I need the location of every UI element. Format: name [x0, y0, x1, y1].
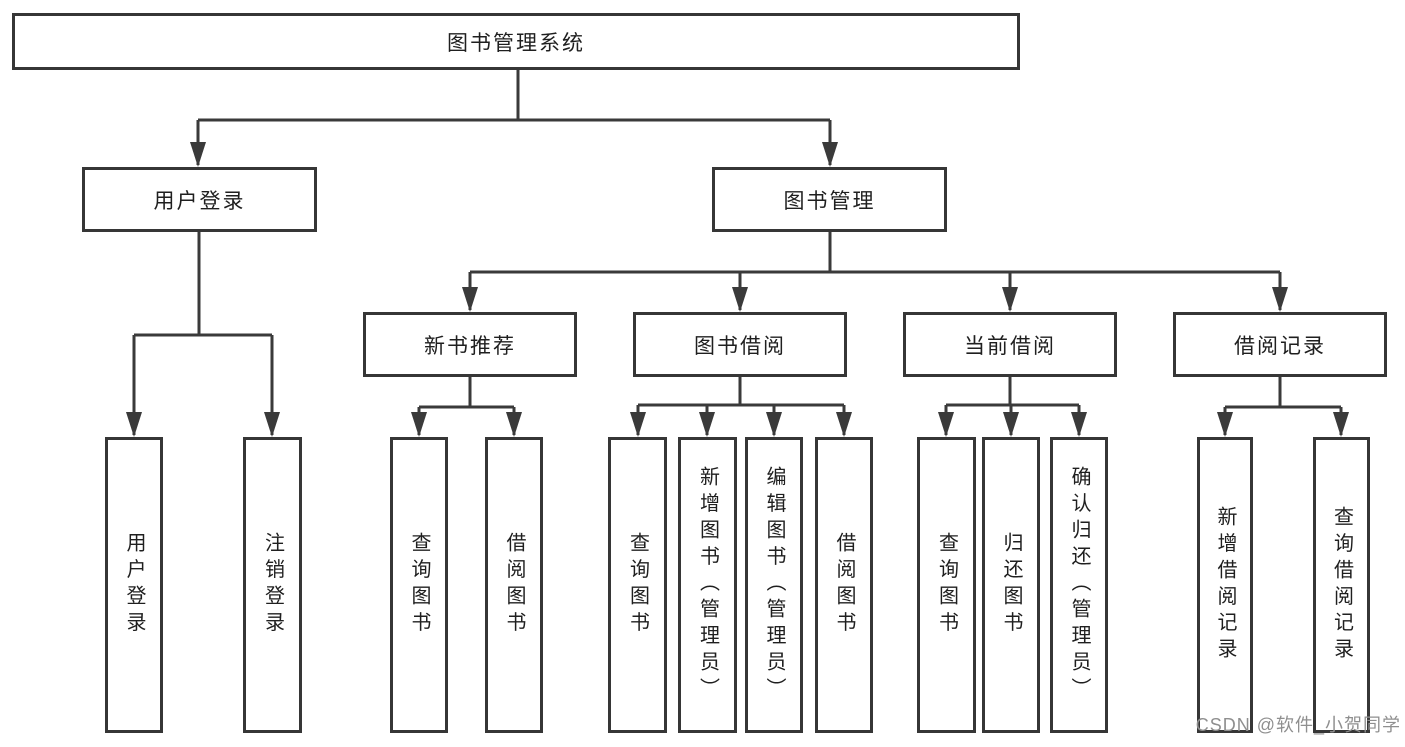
leaf-query-borrow-record-label: 查询借阅记录	[1330, 505, 1353, 665]
node-book-borrow-label: 图书借阅	[694, 334, 786, 358]
node-borrow-records-label: 借阅记录	[1234, 334, 1326, 358]
node-current-borrow-label: 当前借阅	[964, 334, 1056, 358]
node-book-borrow: 图书借阅	[633, 312, 847, 377]
leaf-edit-books-admin-label: 编辑图书（管理员）	[763, 466, 785, 704]
leaf-borrow-query-books: 查询图书	[608, 437, 667, 733]
leaf-user-login: 用户登录	[105, 437, 163, 733]
leaf-logout-label: 注销登录	[261, 532, 284, 638]
node-root: 图书管理系统	[12, 13, 1020, 70]
leaf-recommend-query-books-label: 查询图书	[408, 532, 430, 638]
node-current-borrow: 当前借阅	[903, 312, 1117, 377]
leaf-query-borrow-record: 查询借阅记录	[1313, 437, 1370, 733]
node-borrow-records: 借阅记录	[1173, 312, 1387, 377]
leaf-recommend-borrow-books: 借阅图书	[485, 437, 543, 733]
leaf-edit-books-admin: 编辑图书（管理员）	[745, 437, 803, 733]
leaf-return-books: 归还图书	[982, 437, 1040, 733]
node-new-book-recommend-label: 新书推荐	[424, 334, 516, 358]
node-new-book-recommend: 新书推荐	[363, 312, 577, 377]
leaf-borrow-borrow-books: 借阅图书	[815, 437, 873, 733]
node-book-management-label: 图书管理	[783, 189, 876, 213]
leaf-recommend-query-books: 查询图书	[390, 437, 448, 733]
leaf-add-books-admin-label: 新增图书（管理员）	[696, 466, 719, 704]
leaf-current-query-books: 查询图书	[917, 437, 976, 733]
node-book-management: 图书管理	[712, 167, 947, 232]
csdn-watermark: CSDN @软件_小贺同学	[1195, 715, 1401, 735]
leaf-add-borrow-record: 新增借阅记录	[1197, 437, 1253, 733]
leaf-current-query-books-label: 查询图书	[935, 532, 958, 638]
leaf-confirm-return-admin: 确认归还（管理员）	[1050, 437, 1108, 733]
arrowheads	[126, 142, 1349, 437]
leaf-user-login-label: 用户登录	[123, 532, 145, 638]
leaf-recommend-borrow-books-label: 借阅图书	[503, 532, 525, 638]
node-user-login: 用户登录	[82, 167, 317, 232]
leaf-logout: 注销登录	[243, 437, 302, 733]
leaf-borrow-query-books-label: 查询图书	[626, 532, 649, 638]
leaf-add-books-admin: 新增图书（管理员）	[678, 437, 737, 733]
node-user-login-label: 用户登录	[153, 189, 246, 213]
node-root-label: 图书管理系统	[447, 31, 585, 55]
leaf-confirm-return-admin-label: 确认归还（管理员）	[1068, 466, 1090, 704]
leaf-add-borrow-record-label: 新增借阅记录	[1214, 505, 1236, 665]
leaf-borrow-borrow-books-label: 借阅图书	[833, 532, 855, 638]
leaf-return-books-label: 归还图书	[1000, 532, 1022, 638]
